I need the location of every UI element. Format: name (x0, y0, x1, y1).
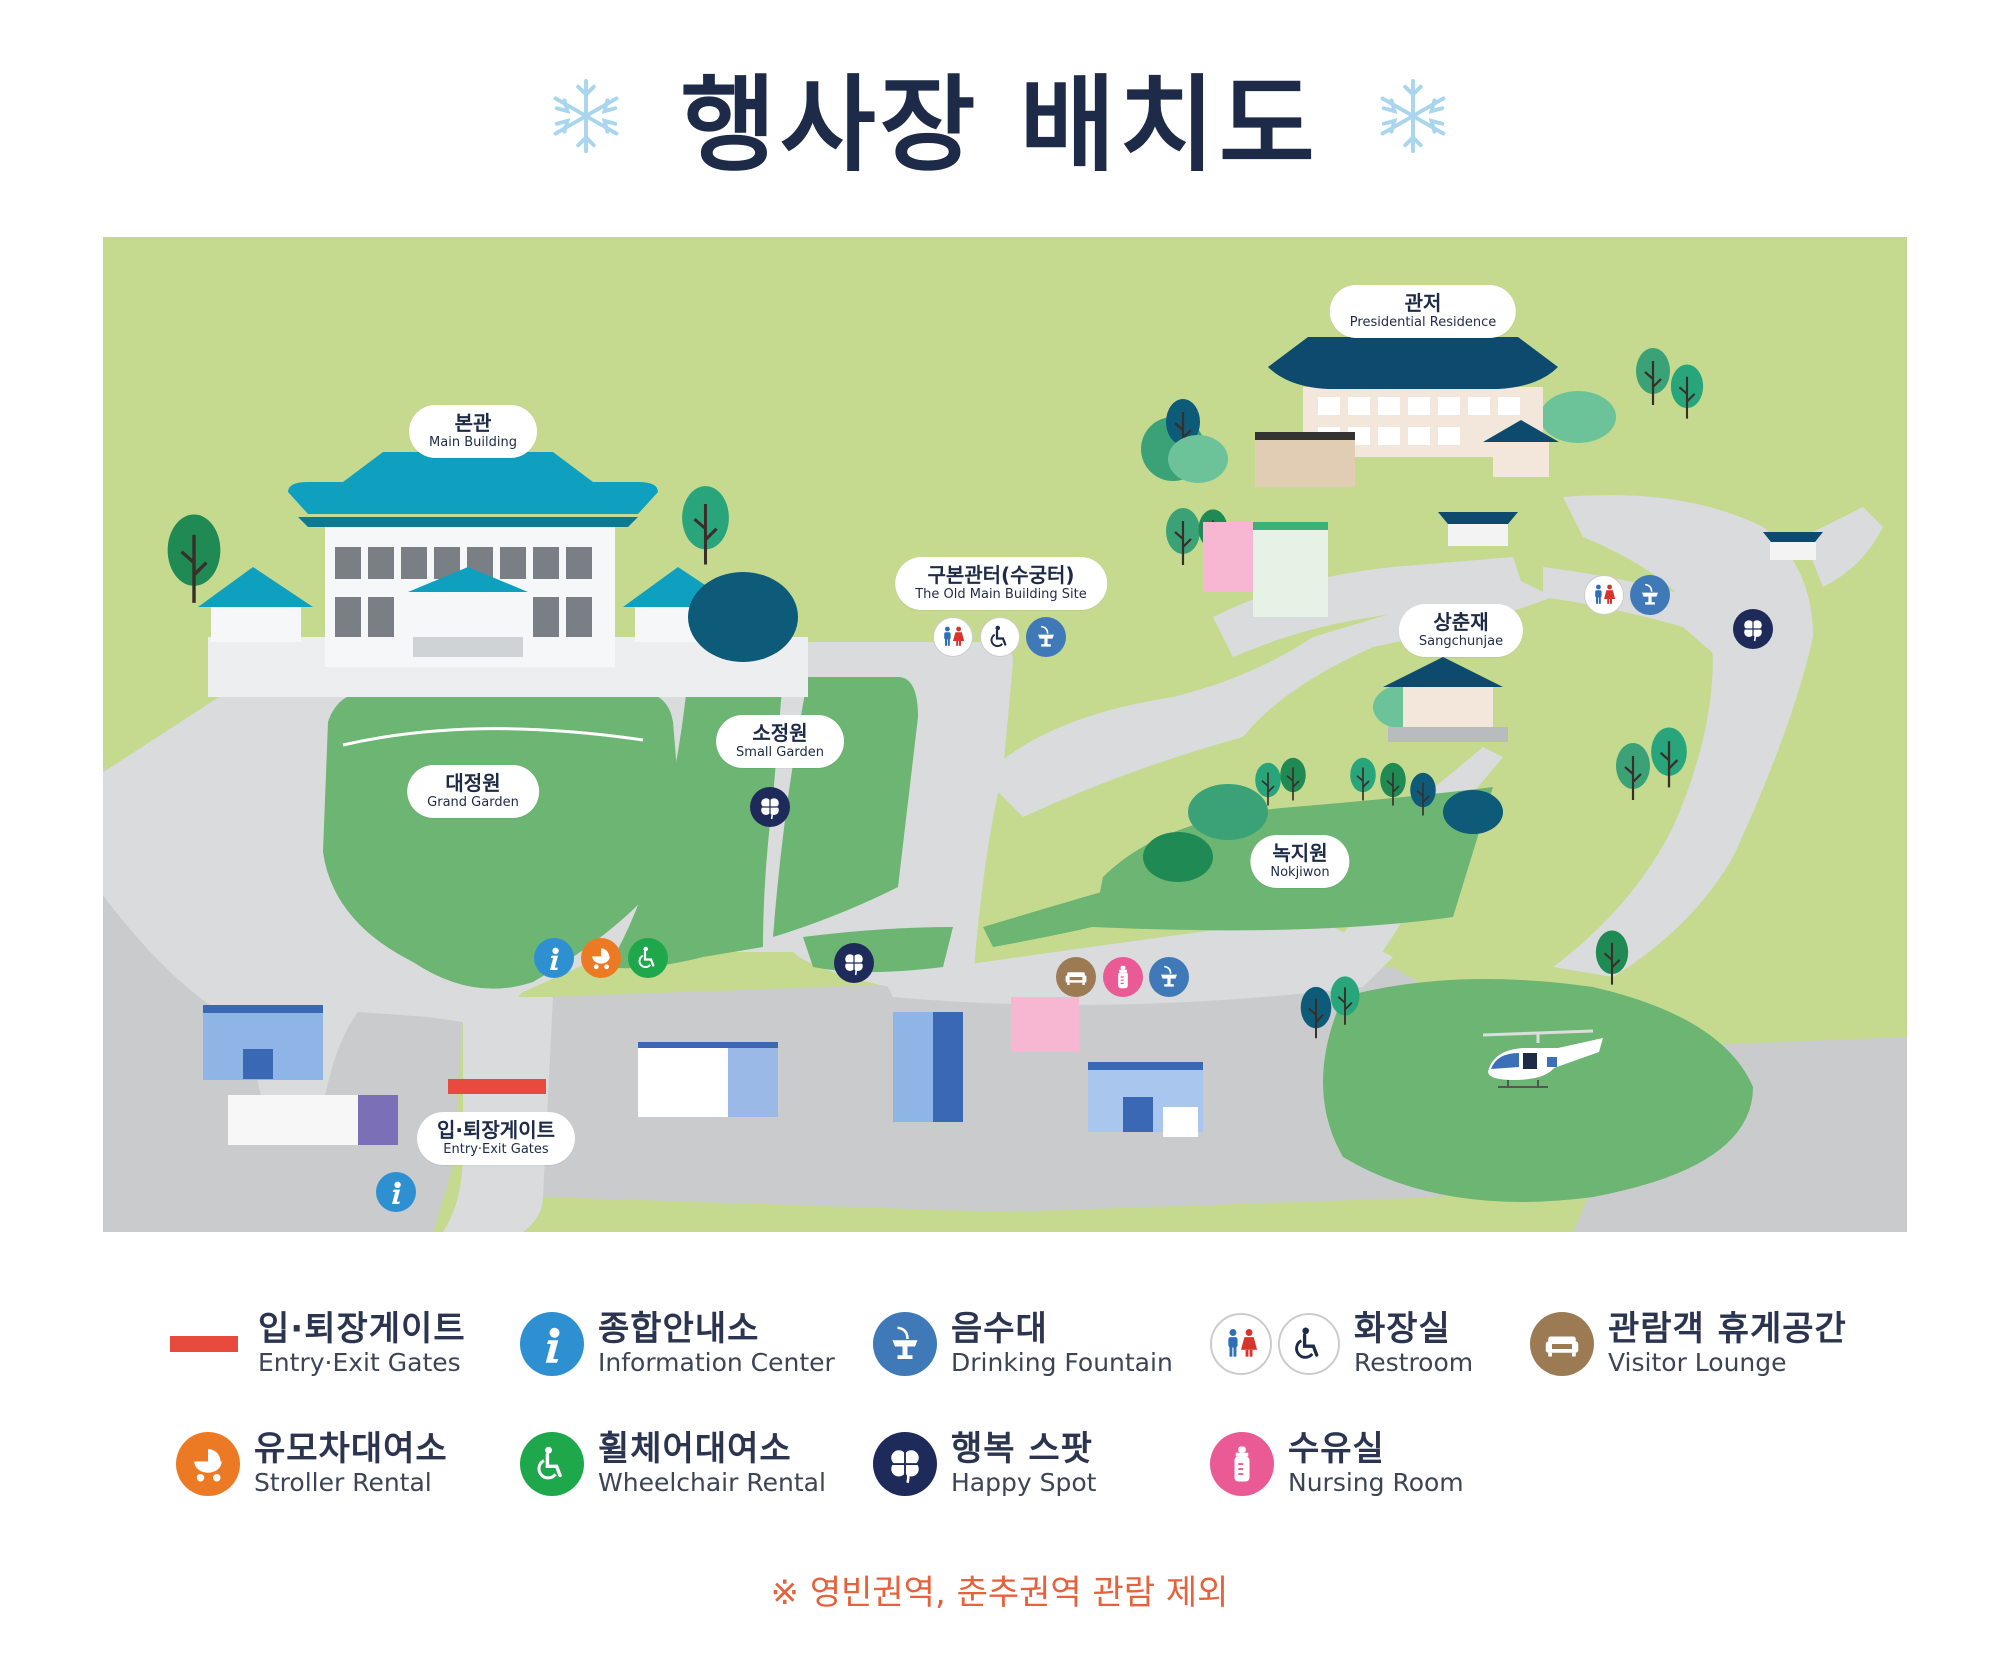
wheelchair-icon[interactable] (628, 938, 668, 978)
wheelchair-icon (520, 1432, 584, 1496)
happy-spot-icon[interactable] (1733, 609, 1773, 649)
fountain-icon[interactable] (1149, 957, 1189, 997)
sangchunjae-building (1383, 657, 1508, 742)
footnote: ※ 영빈권역, 춘추권역 관람 제외 (770, 1573, 1229, 1613)
info-icon[interactable] (534, 938, 574, 978)
stroller-icon (176, 1432, 240, 1496)
happy-spot-icon (873, 1432, 937, 1496)
lower-buildings (203, 997, 1203, 1145)
heliport-area (1323, 979, 1753, 1202)
fountain-icon[interactable] (1026, 617, 1066, 657)
restroom-icon (1210, 1313, 1272, 1375)
grand-garden-area (323, 692, 683, 989)
label-old-site: 구본관터(수궁터)The Old Main Building Site (895, 557, 1107, 610)
gate-bar-icon (170, 1336, 238, 1352)
pavilions (1438, 512, 1823, 560)
info-icon[interactable] (376, 1172, 416, 1212)
restroom-icon[interactable] (933, 617, 973, 657)
snowflake-icon (1374, 77, 1452, 155)
restroom-icon[interactable] (1584, 575, 1624, 615)
info-icon (520, 1312, 584, 1376)
happy-spot-icon[interactable] (750, 787, 790, 827)
lounge-icon[interactable] (1056, 957, 1096, 997)
title-bar: 행사장 배치도 (0, 40, 1999, 191)
residence-building (1255, 337, 1559, 487)
nursing-icon[interactable] (1103, 957, 1143, 997)
grand-garden-path (342, 727, 644, 747)
fountain-icon[interactable] (1630, 575, 1670, 615)
wheelchair-icon (1278, 1313, 1340, 1375)
happy-spot-icon[interactable] (834, 943, 874, 983)
stroller-icon[interactable] (581, 938, 621, 978)
old-site-building (1203, 522, 1328, 617)
snowflake-icon (547, 77, 625, 155)
map-base (103, 237, 1907, 1232)
wheelchair-icon[interactable] (980, 617, 1020, 657)
lounge-icon (1530, 1312, 1594, 1376)
gate-bar (448, 1079, 546, 1094)
road-bottom (543, 967, 1443, 1212)
page-title: 행사장 배치도 (680, 64, 1319, 186)
nursing-icon (1210, 1432, 1274, 1496)
fountain-icon (873, 1312, 937, 1376)
